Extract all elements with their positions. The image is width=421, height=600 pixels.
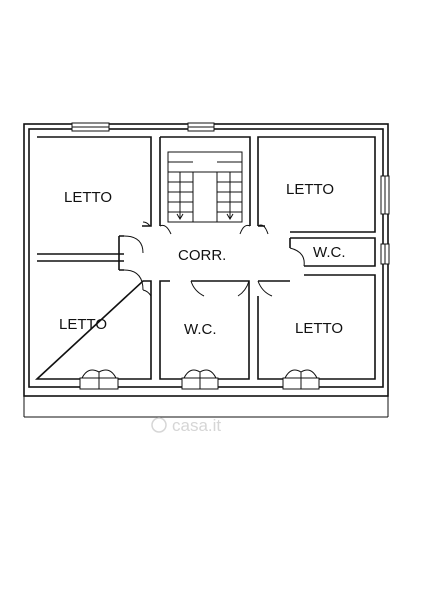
- room-label: W.C.: [184, 321, 217, 338]
- stairwell: [159, 136, 251, 226]
- room-label: LETTO: [59, 316, 107, 333]
- room-label: LETTO: [286, 181, 334, 198]
- room-bedroom-top-left: LETTO: [37, 136, 152, 255]
- stair-treads-left: [168, 161, 193, 220]
- right-window-lower: [380, 243, 390, 265]
- stair-treads-right: [217, 161, 242, 220]
- room-corridor: CORR.: [118, 221, 273, 297]
- door-bottom-center: [181, 369, 219, 390]
- room-label: W.C.: [313, 244, 346, 261]
- right-window-upper: [380, 175, 390, 215]
- watermark-text: casa.it: [172, 416, 221, 435]
- watermark: casa.it: [151, 416, 221, 435]
- outer-walls: [23, 123, 389, 418]
- room-label: LETTO: [64, 189, 112, 206]
- top-window-center: [187, 122, 215, 132]
- door-bottom-right: [282, 369, 320, 390]
- room-wc-center: W.C.: [159, 280, 250, 380]
- room-label: CORR.: [178, 247, 226, 264]
- room-wc-small: W.C.: [289, 237, 376, 267]
- room-bedroom-top-right: LETTO: [257, 136, 376, 233]
- room-bedroom-bottom-right: LETTO: [257, 274, 376, 380]
- door-bottom-left: [79, 369, 119, 390]
- room-bedroom-bottom-left: LETTO: [34, 260, 152, 380]
- room-label: LETTO: [295, 320, 343, 337]
- top-window-left: [71, 122, 110, 132]
